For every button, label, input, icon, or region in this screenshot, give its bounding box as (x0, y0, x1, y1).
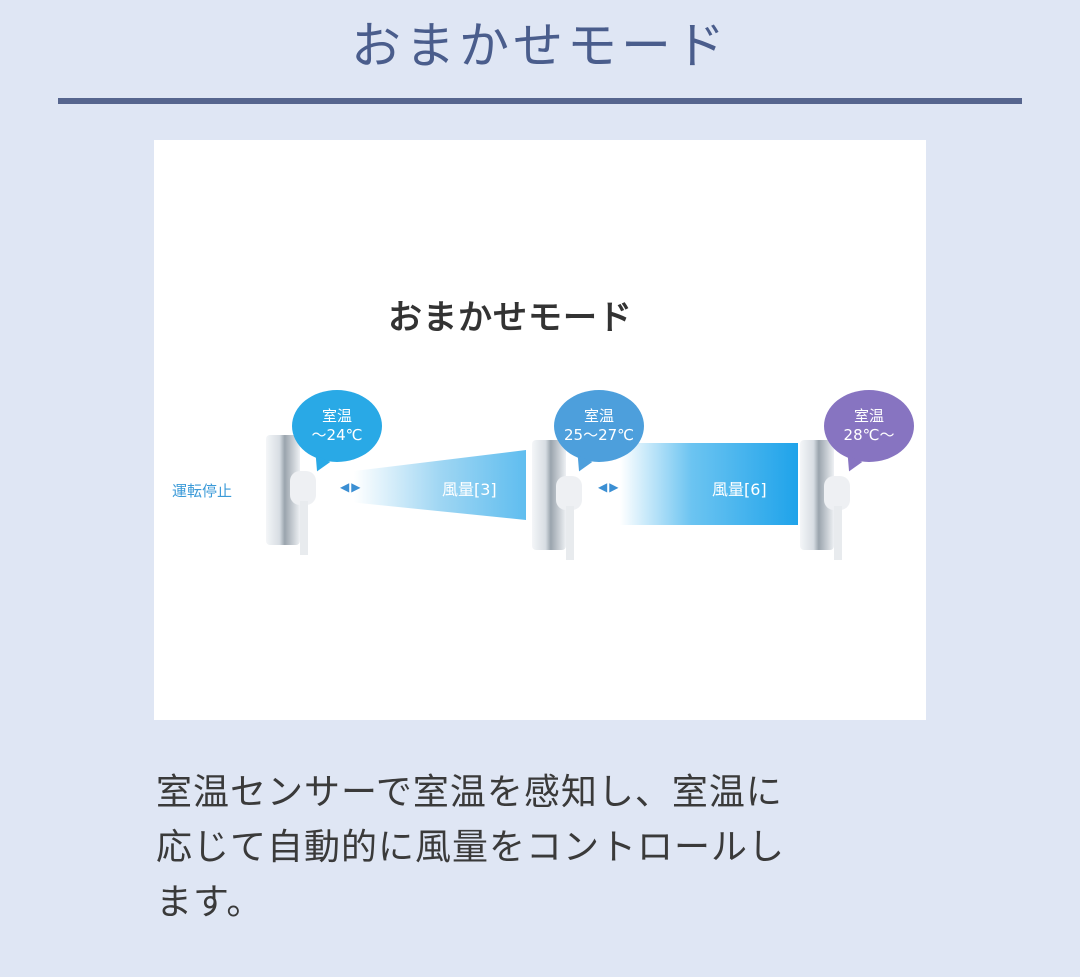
bubble-temp: 25〜27℃ (563, 426, 635, 444)
title-divider (58, 98, 1022, 104)
description: 室温センサーで室温を感知し、室温に 応じて自動的に風量をコントロールし ます。 (156, 765, 916, 930)
temp-bubble-high: 室温 28℃〜 (824, 390, 914, 462)
mode-illustration: おまかせモード 運転停止 風量[3] 風量[6] ◀▶ ◀▶ 室温 〜24℃ 室… (154, 140, 926, 720)
left-right-arrows-icon: ◀▶ (598, 480, 621, 494)
airflow-beam-6 (620, 443, 798, 525)
airflow-beam-3 (354, 450, 526, 520)
airflow-label-3: 風量[3] (442, 480, 497, 499)
bubble-temp: 〜24℃ (311, 426, 363, 444)
bubble-temp: 28℃〜 (843, 426, 895, 444)
page-title: おまかせモード (351, 17, 729, 75)
illustration-title: おまかせモード (388, 298, 633, 338)
fan-icon (266, 435, 316, 555)
airflow-label-6: 風量[6] (712, 480, 767, 499)
temp-bubble-mid: 室温 25〜27℃ (554, 390, 644, 462)
fan-icon (532, 440, 582, 560)
temp-bubble-low: 室温 〜24℃ (292, 390, 382, 462)
description-line: ます。 (156, 882, 264, 923)
description-line: 応じて自動的に風量をコントロールし (156, 827, 786, 868)
fan-icon (800, 440, 850, 560)
description-line: 室温センサーで室温を感知し、室温に (156, 772, 783, 813)
stop-label: 運転停止 (172, 482, 233, 500)
bubble-label: 室温 (321, 407, 352, 425)
left-right-arrows-icon: ◀▶ (340, 480, 363, 494)
bubble-label: 室温 (853, 407, 884, 425)
bubble-label: 室温 (583, 407, 614, 425)
